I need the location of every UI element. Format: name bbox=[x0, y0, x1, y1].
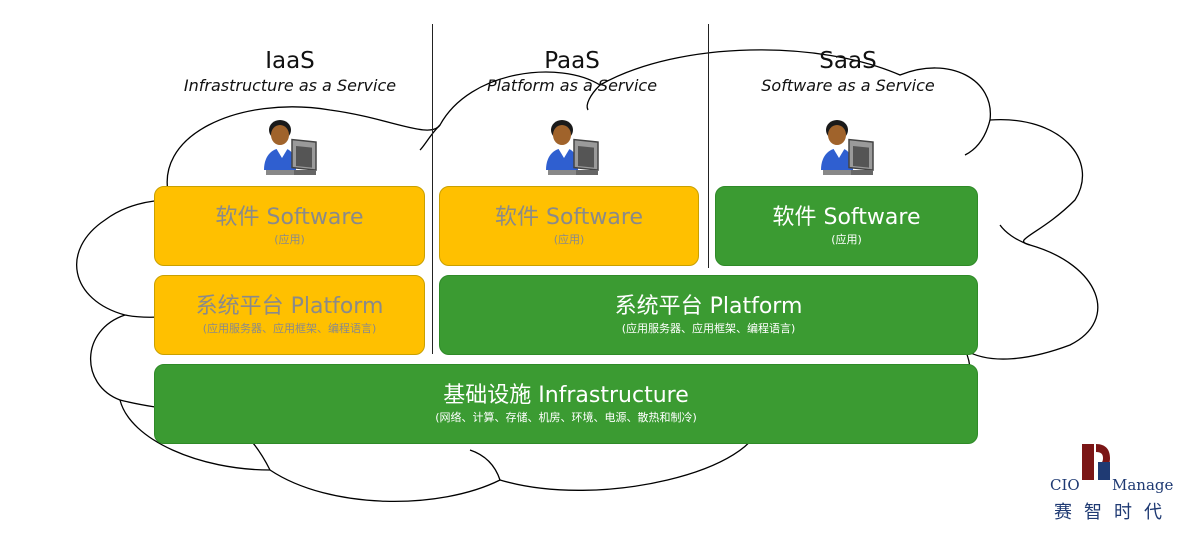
platform-label: 系统平台 Platform bbox=[195, 294, 384, 319]
paas-saas-platform-box: 系统平台 Platform (应用服务器、应用框架、编程语言) bbox=[439, 275, 978, 355]
paas-title: PaaS bbox=[544, 48, 600, 74]
software-label: 软件 Software bbox=[495, 205, 643, 230]
user-at-computer-icon bbox=[264, 120, 317, 175]
infrastructure-box: 基础设施 Infrastructure (网络、计算、存储、机房、环境、电源、散… bbox=[154, 364, 978, 444]
platform-sub: (应用服务器、应用框架、编程语言) bbox=[621, 322, 796, 335]
software-sub: (应用) bbox=[831, 233, 862, 246]
paas-header: PaaS Platform as a Service bbox=[422, 48, 722, 95]
logo-mark-icon bbox=[1082, 444, 1110, 480]
logo-manage-text: Manage bbox=[1112, 476, 1174, 494]
software-label: 软件 Software bbox=[215, 205, 364, 230]
infrastructure-sub: (网络、计算、存储、机房、环境、电源、散热和制冷) bbox=[435, 411, 697, 424]
iaas-header: IaaS Infrastructure as a Service bbox=[140, 48, 440, 95]
software-label: 软件 Software bbox=[772, 205, 921, 230]
user-at-computer-icon bbox=[821, 120, 874, 175]
software-sub: (应用) bbox=[274, 233, 305, 246]
iaas-platform-box: 系统平台 Platform (应用服务器、应用框架、编程语言) bbox=[154, 275, 425, 355]
platform-sub: (应用服务器、应用框架、编程语言) bbox=[202, 322, 377, 335]
platform-label: 系统平台 Platform bbox=[614, 294, 803, 319]
saas-title: SaaS bbox=[819, 48, 877, 74]
user-at-computer-icon bbox=[546, 120, 599, 175]
logo-chinese-text: 赛智时代 bbox=[1054, 502, 1174, 523]
paas-subtitle: Platform as a Service bbox=[486, 76, 658, 95]
logo-cio-text: CIO bbox=[1050, 476, 1080, 494]
iaas-subtitle: Infrastructure as a Service bbox=[183, 76, 397, 95]
saas-subtitle: Software as a Service bbox=[761, 76, 935, 95]
software-sub: (应用) bbox=[553, 233, 585, 246]
iaas-software-box: 软件 Software (应用) bbox=[154, 186, 425, 266]
saas-header: SaaS Software as a Service bbox=[698, 48, 998, 95]
iaas-title: IaaS bbox=[265, 48, 315, 74]
column-divider-1 bbox=[432, 24, 433, 354]
infrastructure-label: 基础设施 Infrastructure bbox=[443, 383, 689, 408]
paas-software-box: 软件 Software (应用) bbox=[439, 186, 699, 266]
saas-software-box: 软件 Software (应用) bbox=[715, 186, 978, 266]
column-divider-2 bbox=[708, 24, 709, 268]
cio-manage-logo: CIO Manage 赛智时代 bbox=[1050, 438, 1180, 526]
